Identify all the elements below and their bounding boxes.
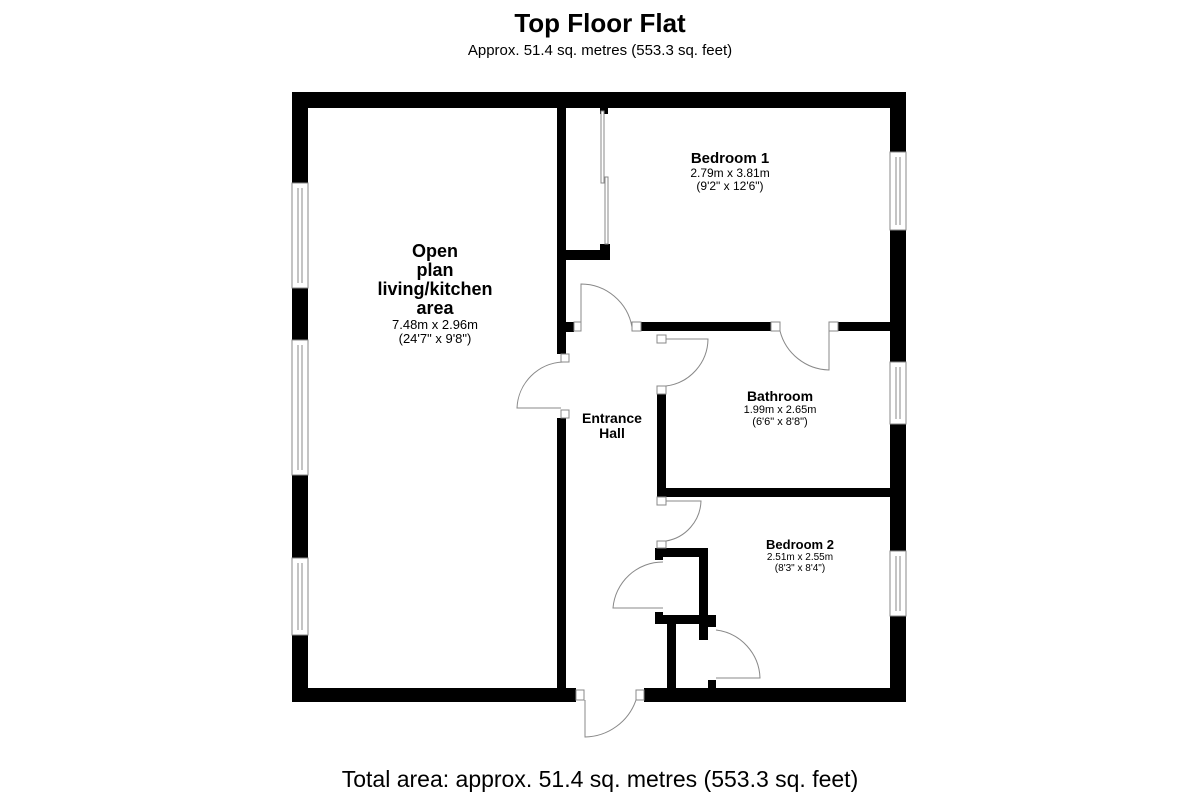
room-dimensions-metric: 2.79m x 3.81m — [690, 165, 770, 180]
room-dimensions-metric: 2.51m x 2.55m — [766, 551, 834, 563]
windows — [291, 151, 907, 636]
room-label-bedroom-1: Bedroom 1 2.79m x 3.81m (9'2" x 12'6") — [640, 151, 820, 193]
room-dimensions-imperial: (8'3" x 8'4") — [774, 562, 826, 574]
room-label-living: Open plan living/kitchen area 7.48m x 2.… — [330, 242, 540, 346]
room-name: Bedroom 2 — [766, 537, 834, 552]
doors — [516, 110, 839, 738]
room-name-line: Open — [411, 241, 458, 261]
room-dimensions-metric: 7.48m x 2.96m — [392, 316, 478, 332]
room-label-bedroom-2: Bedroom 2 2.51m x 2.55m (8'3" x 8'4") — [740, 538, 860, 574]
room-name-line: area — [416, 297, 454, 318]
room-dimensions-metric: 1.99m x 2.65m — [743, 403, 817, 416]
room-name-line: Entrance — [582, 410, 642, 426]
plan-title: Top Floor Flat — [514, 8, 686, 38]
room-dimensions-imperial: (9'2" x 12'6") — [696, 178, 764, 193]
room-name-line: plan — [416, 259, 454, 280]
room-dimensions-imperial: (6'6" x 8'8") — [752, 415, 808, 428]
plan-subtitle: Approx. 51.4 sq. metres (553.3 sq. feet) — [467, 42, 733, 59]
walls — [292, 92, 906, 702]
room-name-line: living/kitchen — [377, 278, 493, 299]
room-name-line: Hall — [599, 424, 625, 441]
room-name: Bedroom 1 — [690, 150, 770, 167]
room-dimensions-imperial: (24'7" x 9'8") — [398, 330, 472, 346]
room-label-bathroom: Bathroom 1.99m x 2.65m (6'6" x 8'8") — [710, 389, 850, 428]
total-area: Total area: approx. 51.4 sq. metres (553… — [341, 766, 859, 792]
room-label-entrance-hall: Entrance Hall — [568, 411, 656, 440]
room-name: Bathroom — [746, 388, 814, 404]
